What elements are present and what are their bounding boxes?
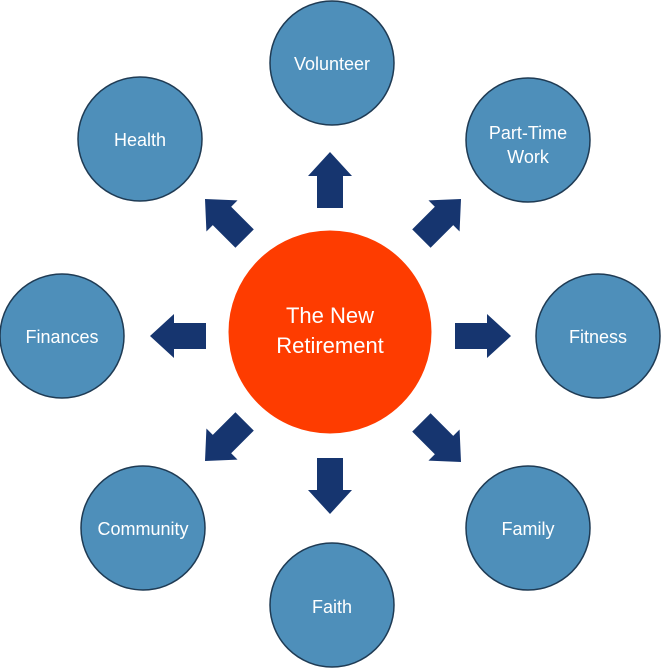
arrow-up-left bbox=[205, 199, 254, 248]
node-label: Volunteer bbox=[294, 54, 370, 74]
node-finances: Finances bbox=[0, 273, 125, 399]
node-label-line2: Work bbox=[507, 147, 550, 167]
node-label: Finances bbox=[25, 327, 98, 347]
node-health: Health bbox=[77, 76, 203, 202]
node-label: Faith bbox=[312, 597, 352, 617]
arrow-left bbox=[150, 314, 206, 358]
node-community: Community bbox=[80, 465, 206, 591]
center-label-line1: The New bbox=[286, 303, 374, 328]
node-label: Community bbox=[97, 519, 188, 539]
node-label: Fitness bbox=[569, 327, 627, 347]
node-family: Family bbox=[465, 465, 591, 591]
arrow-up-right bbox=[412, 199, 461, 248]
node-part-time-work: Part-Time Work bbox=[465, 77, 591, 203]
arrow-up bbox=[308, 152, 352, 208]
center-label-line2: Retirement bbox=[276, 333, 384, 358]
node-fitness: Fitness bbox=[535, 273, 661, 399]
node-label-line1: Part-Time bbox=[489, 123, 567, 143]
node-label: Family bbox=[502, 519, 555, 539]
arrow-down-right bbox=[412, 413, 461, 462]
node-volunteer: Volunteer bbox=[269, 0, 395, 126]
center-node: The New Retirement bbox=[227, 229, 433, 435]
node-faith: Faith bbox=[269, 542, 395, 668]
arrow-down-left bbox=[205, 412, 254, 461]
arrow-right bbox=[455, 314, 511, 358]
node-label: Health bbox=[114, 130, 166, 150]
arrow-down bbox=[308, 458, 352, 514]
center-circle bbox=[227, 229, 433, 435]
